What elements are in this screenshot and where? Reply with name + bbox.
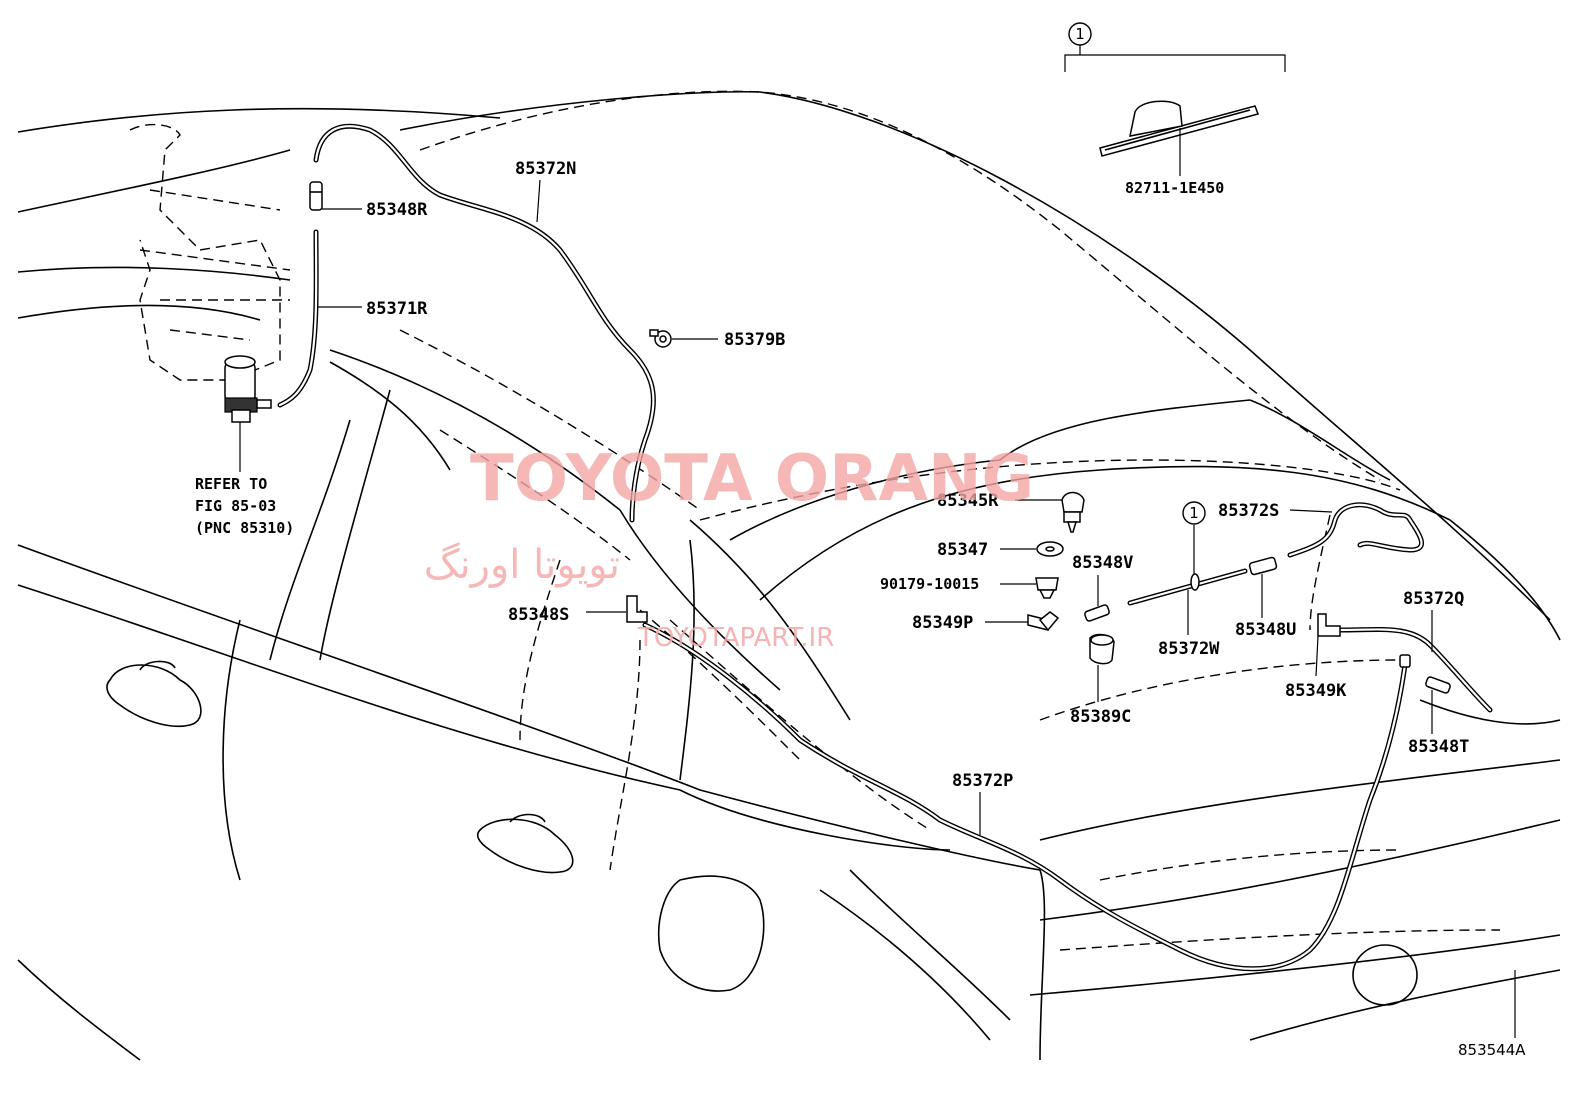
- part-labels: 85372N 85348R 85371R 85379B 82711-1E450 …: [366, 159, 1469, 791]
- svg-text:1: 1: [1189, 504, 1199, 522]
- label-85349P: 85349P: [912, 613, 973, 633]
- clamp-85379B: [649, 329, 672, 348]
- washer-hoses: [277, 123, 1493, 972]
- label-85372P: 85372P: [952, 771, 1013, 791]
- label-85372W: 85372W: [1158, 639, 1220, 659]
- joint-85372P-end: [1399, 654, 1411, 668]
- leader-lines: [318, 45, 1516, 1038]
- svg-text:1: 1: [1075, 25, 1085, 43]
- svg-text:REFER TO: REFER TO: [195, 475, 267, 493]
- vehicle-hidden-lines: [129, 90, 1501, 951]
- watermark: TOYOTA ORANG تویوتا اورنگ TOYOTAPART.IR: [424, 442, 1034, 653]
- label-85379B: 85379B: [724, 330, 785, 350]
- washer-pump: [224, 355, 272, 423]
- wiper-blade-82711: [1099, 100, 1259, 157]
- catalog-number: 853544A: [1458, 1041, 1526, 1059]
- label-85348U: 85348U: [1235, 620, 1296, 640]
- label-82711-1E450: 82711-1E450: [1125, 179, 1224, 197]
- callout-top: 1: [1068, 22, 1092, 46]
- washer-85347: [1036, 541, 1064, 557]
- label-85349K: 85349K: [1285, 681, 1347, 701]
- label-85348T: 85348T: [1408, 737, 1469, 757]
- svg-text:(PNC 85310): (PNC 85310): [195, 519, 294, 537]
- joint-85348S: [626, 595, 648, 623]
- label-85348R: 85348R: [366, 200, 428, 220]
- label-85345R: 85345R: [937, 491, 999, 511]
- clip-90179: [1035, 577, 1059, 599]
- joint-85348R: [309, 181, 323, 211]
- label-90179-10015: 90179-10015: [880, 575, 979, 593]
- svg-text:FIG 85-03: FIG 85-03: [195, 497, 276, 515]
- callout-middle: 1: [1182, 501, 1206, 525]
- joint-85349P: [1027, 611, 1060, 632]
- watermark-main: TOYOTA ORANG: [470, 442, 1034, 516]
- reference-note: REFER TO FIG 85-03 (PNC 85310): [195, 422, 294, 537]
- nozzle-85345R: [1061, 491, 1085, 533]
- label-85371R: 85371R: [366, 299, 428, 319]
- label-85348V: 85348V: [1072, 553, 1133, 573]
- label-85347: 85347: [937, 540, 988, 560]
- label-85372S: 85372S: [1218, 501, 1279, 521]
- joint-85348V: [1084, 604, 1110, 622]
- joint-85348T: [1425, 676, 1451, 694]
- watermark-persian: تویوتا اورنگ: [424, 542, 620, 588]
- label-85372N: 85372N: [515, 159, 576, 179]
- label-85372Q: 85372Q: [1403, 589, 1464, 609]
- label-85389C: 85389C: [1070, 707, 1131, 727]
- label-85348S: 85348S: [508, 605, 569, 625]
- joint-85348U: [1248, 556, 1278, 576]
- grommet-85389C: [1089, 633, 1115, 665]
- watermark-url: TOYOTAPART.IR: [637, 623, 834, 653]
- vehicle-body-outline: [17, 90, 1561, 1061]
- joint-85349K: [1317, 613, 1341, 637]
